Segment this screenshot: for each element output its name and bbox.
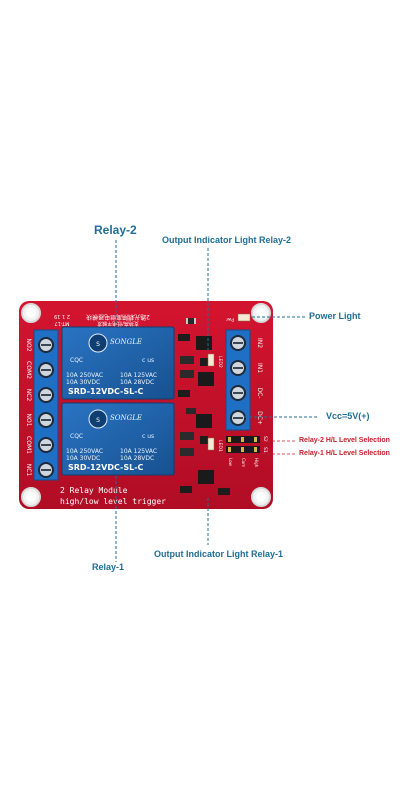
terminal-label-no1: NO1 — [25, 413, 32, 426]
relay-2-model: SRD-12VDC-SL-C — [68, 387, 144, 396]
callout-vcc: Vcc=5V(+) — [326, 411, 370, 421]
right-terminal-labels: IN2 IN1 DC- DC+ — [256, 338, 263, 425]
board-code: MT-17 — [54, 320, 69, 326]
module-title-line-1: 2 Relay Module — [60, 486, 128, 495]
relay-1-rating-right-2: 10A 28VDC — [120, 455, 154, 462]
terminal-label-nc2: NC2 — [25, 389, 32, 402]
jumper-label-high: High — [254, 458, 259, 468]
jumper-label-low: Low — [228, 458, 233, 467]
relay-1-ul-badge: c us — [142, 433, 154, 440]
transistor-1 — [198, 470, 214, 484]
relay-2-brand: SONGLE — [110, 338, 142, 346]
right-terminal-screws — [230, 335, 246, 426]
terminal-label-no2: NO2 — [25, 338, 32, 351]
terminal-label-com2: COM2 — [25, 361, 32, 379]
transistor-2 — [198, 372, 214, 386]
relay-1-rating-right-1: 10A 125VAC — [120, 448, 157, 455]
chinese-silkscreen-line-2: 支持高/低电平触发 — [97, 320, 139, 327]
songle-logo-icon — [88, 333, 108, 353]
callout-output-indicator-relay-2: Output Indicator Light Relay-2 — [162, 235, 292, 245]
callout-relay-1: Relay-1 — [92, 562, 125, 572]
terminal-label-in2: IN2 — [256, 338, 263, 348]
relay-1-model: SRD-12VDC-SL-C — [68, 463, 144, 472]
terminal-label-nc1: NC1 — [25, 464, 32, 477]
callout-lines-red — [262, 440, 296, 455]
optocoupler-2 — [196, 336, 212, 350]
led-1-label: LED1 — [217, 440, 223, 452]
level-jumpers: Low Com High S2 S1 — [226, 436, 268, 468]
led-2-label: LED2 — [217, 356, 223, 368]
terminal-label-in1: IN1 — [256, 363, 263, 373]
optocoupler-1 — [196, 414, 212, 428]
callout-output-indicator-relay-1: Output Indicator Light Relay-1 — [154, 549, 284, 559]
left-terminal-screws — [38, 337, 54, 478]
relay-2-rating-right-2: 10A 28VDC — [120, 379, 154, 386]
callout-relay-2: Relay-2 — [94, 223, 137, 237]
callout-relay-1-level-selection: Relay-1 H/L Level Selection — [299, 450, 390, 457]
module-title-line-2: high/low level trigger — [60, 497, 166, 506]
relay-1-cqc-badge: CQC — [70, 433, 83, 440]
relay-2-cqc-badge: CQC — [70, 357, 83, 364]
jumper-pin-s1: S1 — [262, 447, 268, 453]
board-date: 2 1 19 — [54, 313, 70, 319]
relay-1-component: S SONGLE CQC c us 10A 250VAC 10A 30VDC 1… — [61, 402, 175, 476]
left-terminal-block — [33, 329, 59, 481]
led-relay-2-icon — [207, 353, 215, 367]
power-led-label: Pwr — [226, 316, 234, 322]
relay-2-rating-left-1: 10A 250VAC — [66, 372, 103, 379]
indicator-leds: LED2 LED1 Pwr — [207, 313, 251, 452]
relay-2-ul-badge: c us — [142, 357, 154, 364]
terminal-label-com1: COM1 — [25, 436, 32, 454]
relay-1-brand: SONGLE — [110, 414, 142, 422]
chinese-silkscreen-line-1: 2路光耦隔离继电器模块 — [86, 313, 150, 321]
power-led-icon — [237, 313, 251, 322]
callout-power-light: Power Light — [309, 311, 361, 321]
top-silkscreen: 2路光耦隔离继电器模块 支持高/低电平触发 MT-17 2 1 19 — [54, 313, 150, 327]
jumper-label-com: Com — [241, 458, 246, 467]
songle-logo-icon — [88, 409, 108, 429]
jumper-pin-s2: S2 — [262, 436, 268, 442]
relay-2-rating-left-2: 10A 30VDC — [66, 379, 100, 386]
relay-1-rating-left-1: 10A 250VAC — [66, 448, 103, 455]
left-terminal-labels: NO2 COM2 NC2 NO1 COM1 NC1 — [25, 338, 32, 476]
relay-1-rating-left-2: 10A 30VDC — [66, 455, 100, 462]
svg-text:S: S — [96, 341, 100, 348]
relay-2-component: S SONGLE CQC c us 10A 250VAC 10A 30VDC 1… — [61, 326, 175, 400]
callout-relay-2-level-selection: Relay-2 H/L Level Selection — [299, 437, 390, 444]
led-relay-1-icon — [207, 437, 215, 451]
svg-text:S: S — [96, 417, 100, 424]
callout-lines — [115, 240, 318, 562]
terminal-label-dc-minus: DC- — [256, 388, 263, 399]
mounting-holes — [21, 303, 271, 507]
relay-2-rating-right-1: 10A 125VAC — [120, 372, 157, 379]
terminal-label-dc-plus: DC+ — [256, 411, 263, 425]
